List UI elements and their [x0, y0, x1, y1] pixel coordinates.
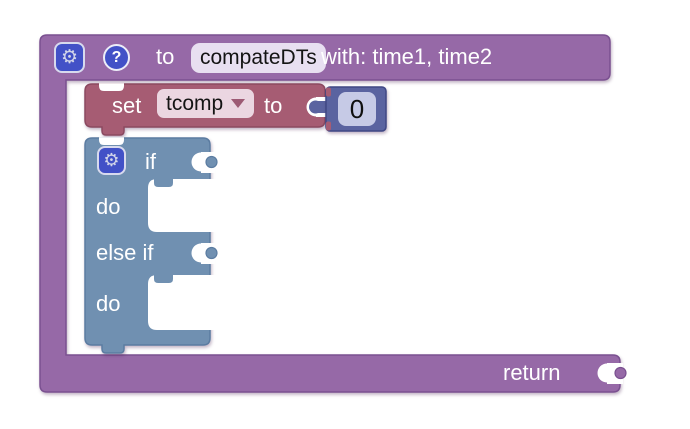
- variable-name-text: tcomp: [166, 91, 224, 115]
- procedure-block-shape[interactable]: [39, 34, 621, 393]
- else-if-label: else if: [96, 240, 154, 265]
- procedure-name-text: compateDTs: [200, 46, 317, 69]
- if-label: if: [145, 149, 156, 174]
- if-condition-socket-nub: [205, 155, 218, 169]
- number-value-text: 0: [349, 93, 365, 124]
- do2-label: do: [96, 291, 121, 316]
- return-socket-nub: [614, 366, 627, 380]
- gear-icon: ⚙: [103, 149, 120, 171]
- procedure-name-field[interactable]: compateDTs: [191, 43, 326, 73]
- procedure-help-button[interactable]: ?: [103, 44, 130, 71]
- set-socket-arm-bottom: [326, 121, 331, 131]
- dropdown-arrow-icon: [231, 99, 246, 108]
- help-icon: ?: [111, 48, 122, 66]
- number-block-plug-neck: [318, 101, 328, 113]
- do2-statement-slot[interactable]: [148, 275, 218, 330]
- number-value-field[interactable]: 0: [338, 92, 376, 126]
- set-label: set: [112, 93, 142, 118]
- gear-icon: ⚙: [60, 46, 79, 68]
- procedure-mutator-button[interactable]: ⚙: [54, 42, 85, 73]
- variable-dropdown[interactable]: tcomp: [157, 89, 255, 118]
- elseif-condition-socket-nub: [205, 246, 218, 260]
- do-label: do: [96, 194, 121, 219]
- do-statement-notch: [154, 179, 173, 187]
- return-label: return: [503, 360, 561, 385]
- do2-statement-notch: [154, 275, 173, 283]
- if-block-top-notch: [99, 137, 124, 145]
- set-to-label: to: [264, 93, 283, 118]
- set-block-top-notch: [99, 83, 124, 91]
- do-statement-slot[interactable]: [148, 179, 218, 232]
- procedure-params-label: with: time1, time2: [321, 44, 493, 69]
- procedure-to-label: to: [156, 44, 175, 69]
- if-mutator-button[interactable]: ⚙: [97, 146, 126, 175]
- set-socket-arm-top: [326, 87, 331, 97]
- number-block-plug: [309, 100, 322, 114]
